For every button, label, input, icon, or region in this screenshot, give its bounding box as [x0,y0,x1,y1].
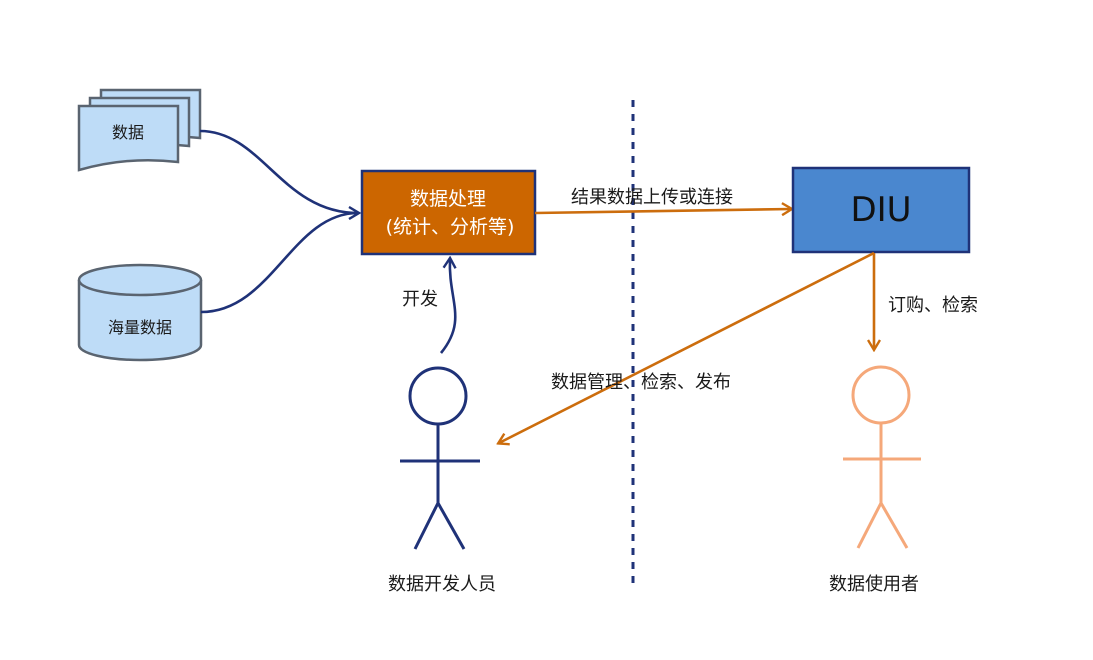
documents-label: 数据 [112,123,144,142]
order-label: 订购、检索 [888,295,978,316]
documents-shape [77,88,202,172]
developer-person-icon [400,366,480,550]
process-box [360,169,537,256]
develop-label: 开发 [402,289,438,310]
database-label: 海量数据 [108,318,172,337]
documents-to-process-arrow [199,129,358,213]
diu-label: DIU [850,190,911,230]
user-person-icon [843,365,921,549]
manage-arrow [499,251,875,443]
manage-label: 数据管理、检索、发布 [551,372,731,393]
process-box-title: 数据处理 [410,188,486,210]
process-box-subtitle: (统计、分析等) [386,216,515,238]
diu-box [791,166,971,254]
upload-label: 结果数据上传或连接 [571,187,733,208]
developer-label: 数据开发人员 [388,574,496,595]
upload-arrow [534,209,791,213]
user-label: 数据使用者 [829,574,919,595]
database-cylinder [77,263,203,362]
develop-arrow [439,259,455,354]
database-to-process-arrow [200,211,359,314]
